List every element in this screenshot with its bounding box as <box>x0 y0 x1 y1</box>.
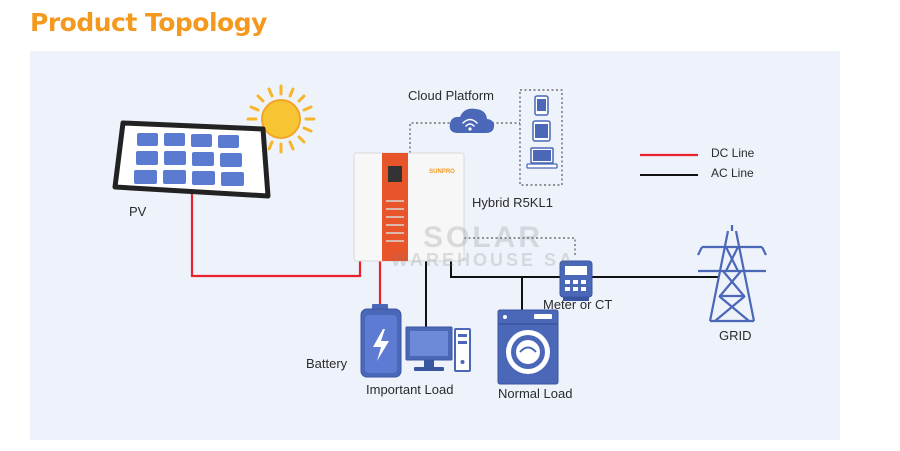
meter-icon <box>559 260 593 301</box>
pv-dc-line <box>190 194 362 278</box>
washing-machine-icon <box>497 309 559 385</box>
grid-ac-line <box>450 261 718 278</box>
grid-label: GRID <box>719 328 752 343</box>
legend-dc-label: DC Line <box>711 146 755 160</box>
grid-tower-icon <box>697 225 767 323</box>
normal-load-label: Normal Load <box>498 386 573 401</box>
topology-panel: SUNPRO <box>30 51 840 440</box>
hybrid-inverter-icon: SUNPRO <box>353 152 465 262</box>
dc-lines <box>190 194 382 306</box>
ac-lines <box>425 261 718 329</box>
tablet-icon <box>532 120 551 142</box>
battery-icon <box>360 304 402 378</box>
inverter-cloud-link <box>409 122 450 153</box>
battery-label: Battery <box>306 356 348 371</box>
page-title: Product Topology <box>30 8 267 37</box>
inverter-brand-logo: SUNPRO <box>429 169 455 175</box>
cloud-icon <box>449 108 495 133</box>
monitoring-devices <box>519 89 563 186</box>
communication-lines <box>409 122 576 255</box>
solar-panel-icon <box>112 120 271 199</box>
meter-label: Meter or CT <box>543 297 613 312</box>
phone-icon <box>534 95 549 116</box>
important-load-label: Important Load <box>366 382 454 397</box>
computer-icon <box>405 326 471 372</box>
legend <box>640 153 698 176</box>
laptop-icon <box>526 147 558 169</box>
cloud-platform-label: Cloud Platform <box>408 88 494 103</box>
inverter-label: Hybrid R5KL1 <box>472 195 553 210</box>
inverter-meter-link <box>455 237 576 255</box>
pv-label: PV <box>129 204 147 219</box>
legend-ac-label: AC Line <box>711 166 754 180</box>
topology-diagram: SUNPRO <box>112 84 767 385</box>
